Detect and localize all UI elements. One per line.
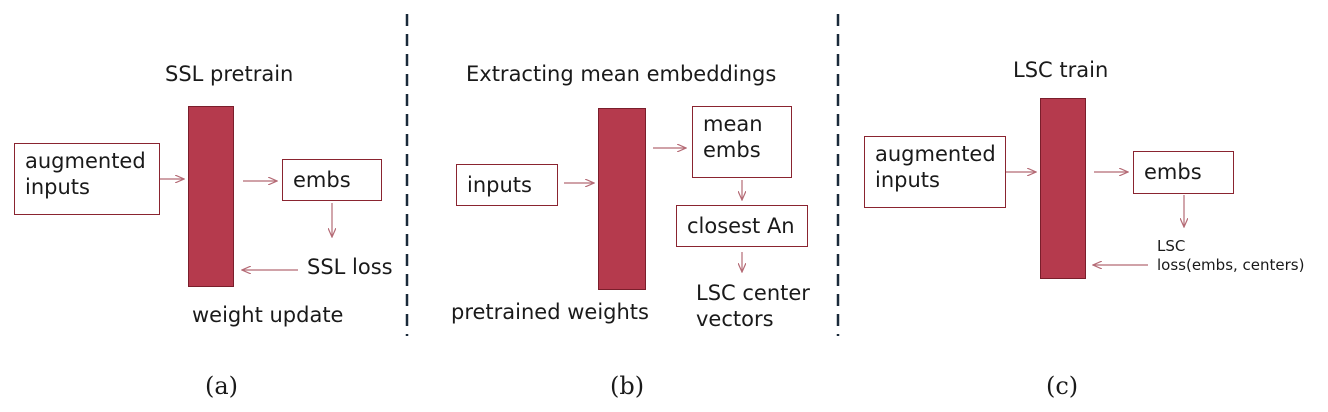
panel-c-loss-label: LSC loss(embs, centers) (1157, 237, 1304, 275)
panel-b-closest-box: closest An (676, 205, 808, 247)
panel-b-centers-label: LSC center vectors (696, 280, 810, 333)
panel-b-encoder-block (598, 108, 646, 290)
panel-a-encoder-block (188, 106, 234, 287)
panel-c-input-line1: augmented (875, 142, 996, 166)
panel-a-loss-label: SSL loss (307, 255, 393, 279)
panel-b-mean-line1: mean (703, 112, 763, 136)
panel-a-title: SSL pretrain (165, 62, 294, 86)
panel-c-embs-box: embs (1133, 151, 1234, 194)
panel-a-caption: (a) (205, 372, 239, 400)
panel-b-caption: (b) (610, 372, 645, 400)
panel-c-input-box: augmented inputs (864, 136, 1006, 208)
panel-b-footer-label: pretrained weights (451, 300, 649, 324)
panel-a-input-box: augmented inputs (14, 143, 160, 215)
panel-b-closest-label: closest An (687, 214, 795, 238)
panel-c-encoder-block (1040, 98, 1086, 279)
panel-c-loss-line1: LSC (1157, 237, 1186, 255)
panel-a-embs-box: embs (282, 159, 382, 201)
panel-b-input-box: inputs (456, 164, 558, 206)
panel-b-centers-line1: LSC center (696, 281, 810, 305)
panel-b-title: Extracting mean embeddings (466, 62, 777, 86)
panel-b-input-label: inputs (467, 173, 532, 197)
panel-c-caption: (c) (1046, 372, 1079, 400)
panel-a-footer-label: weight update (192, 303, 344, 327)
panel-c-title: LSC train (1013, 58, 1109, 82)
panel-b-mean-embs-box: mean embs (692, 106, 792, 178)
panel-c-loss-line2: loss(embs, centers) (1157, 255, 1305, 274)
panel-a-embs-label: embs (293, 168, 351, 192)
panel-a-input-line1: augmented (25, 149, 146, 173)
panel-b-centers-line2: vectors (696, 307, 774, 332)
panel-a-input-line2: inputs (25, 175, 90, 200)
panel-c-input-line2: inputs (875, 168, 940, 193)
panel-c-embs-label: embs (1144, 160, 1202, 184)
panel-b-mean-line2: embs (703, 138, 761, 163)
